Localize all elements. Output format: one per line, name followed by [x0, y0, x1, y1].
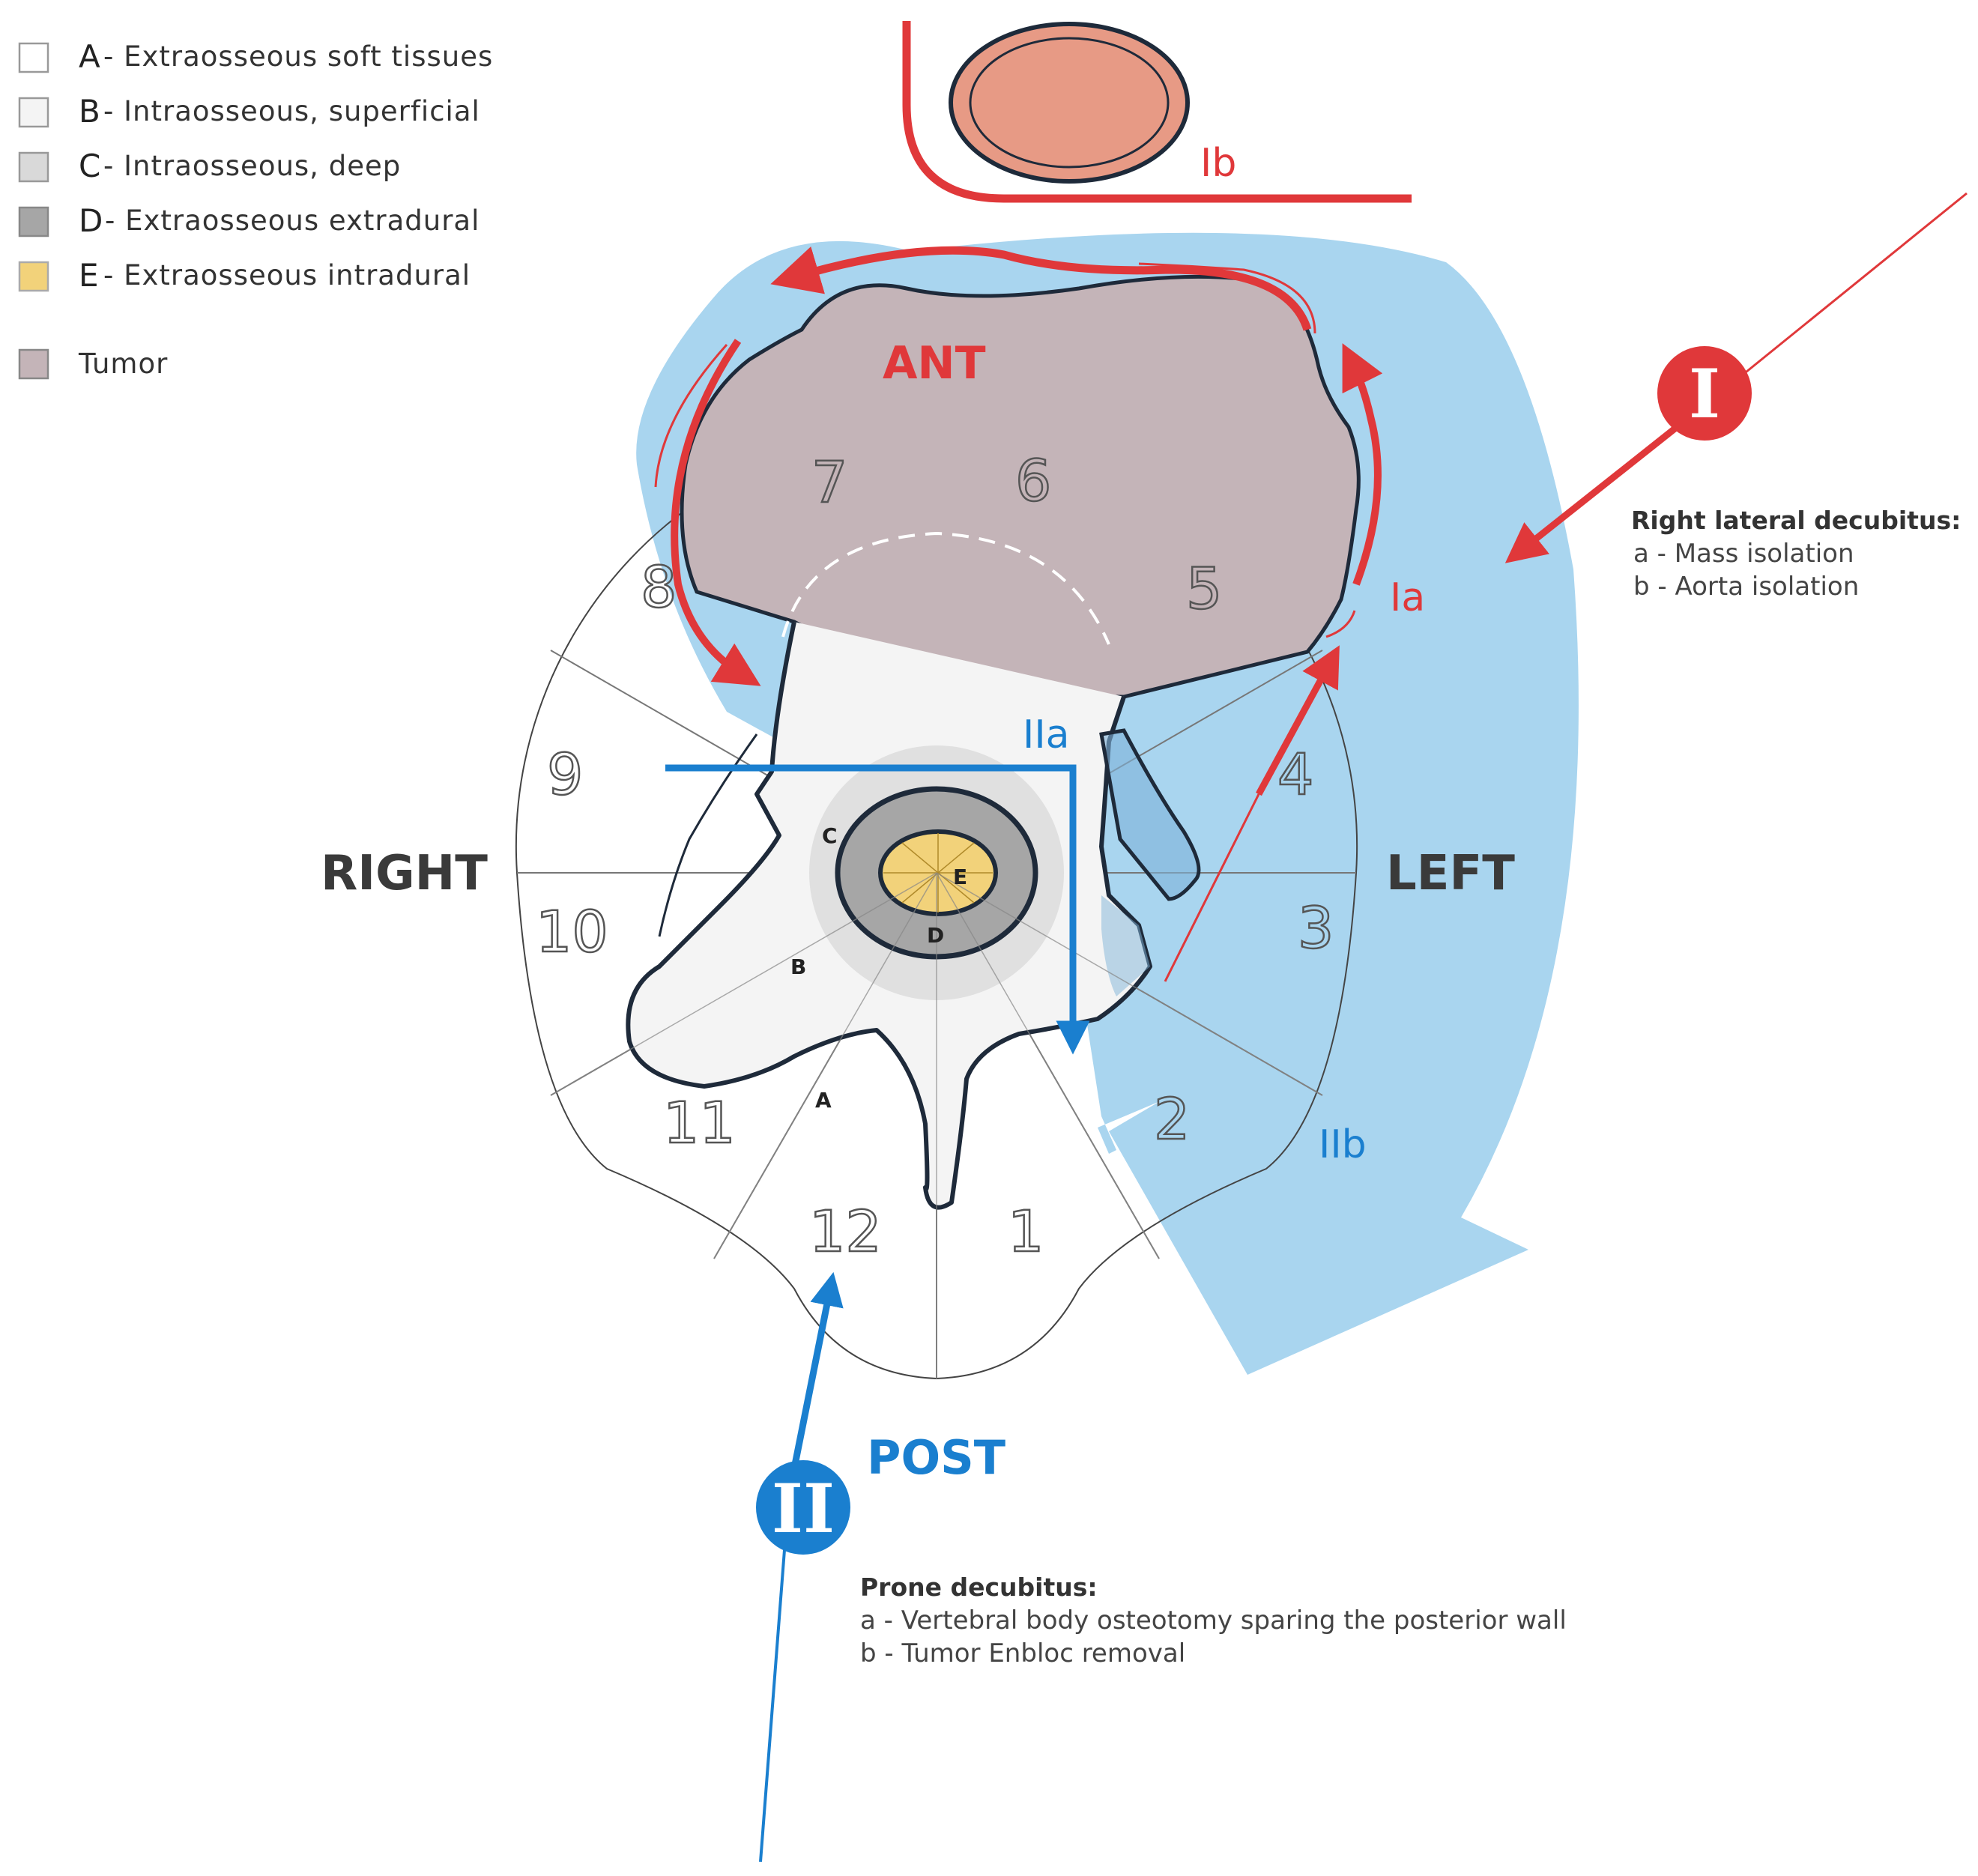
legend-text-tumor: Tumor: [78, 348, 168, 380]
sector-number-10: 10: [536, 898, 608, 965]
approach-ia-left-thin: [654, 343, 728, 488]
dura-spokes: [883, 833, 993, 913]
left-lamina-shading: [1101, 847, 1150, 996]
sector-number-5: 5: [1186, 555, 1222, 622]
sector-number-11: 11: [663, 1089, 736, 1156]
approach-ii-title: Prone decubitus:: [860, 1573, 1098, 1602]
label-ib: Ib: [1200, 141, 1236, 186]
legend-text-a: - Extraosseous soft tissues: [103, 40, 493, 73]
label-ant: ANT: [883, 337, 986, 390]
approach-i-badge: I: [1657, 346, 1752, 441]
approach-i-thin-line: [1737, 192, 1968, 380]
legend-letter-d: D: [79, 202, 103, 239]
sector-number-9: 9: [547, 741, 583, 808]
sector-number-12: 12: [809, 1198, 882, 1265]
canal-dashed-boundary: [781, 531, 1110, 645]
zone-letter-e: E: [953, 865, 967, 889]
approach-ia-right-arrow: [1342, 343, 1383, 586]
sector-number-6: 6: [1015, 447, 1051, 514]
left-transverse-process: [1099, 728, 1201, 901]
approach-iia-osteotomy-line: [665, 764, 1090, 1055]
legend-text-d: - Extraosseous extradural: [105, 205, 480, 237]
sector-number-1: 1: [1008, 1198, 1044, 1265]
legend-text-e: - Extraosseous intradural: [103, 259, 471, 291]
legend-letter-a: A: [79, 38, 100, 75]
approach-ii-badge: II: [756, 1460, 850, 1555]
approach-ii-line-a: a - Vertebral body osteotomy sparing the…: [860, 1606, 1567, 1636]
approach-ia-left-arrow: [671, 339, 761, 686]
label-post: POST: [867, 1430, 1005, 1485]
label-ia: Ia: [1390, 575, 1425, 620]
approach-i-line-a: a - Mass isolation: [1633, 539, 1854, 569]
legend-letter-c: C: [79, 148, 100, 184]
svg-text:I: I: [1689, 354, 1720, 434]
zone-letter-d: D: [927, 923, 944, 948]
legend-item-d: D - Extraosseous extradural: [18, 202, 480, 239]
approach-i-title: Right lateral decubitus:: [1631, 506, 1961, 535]
legend-item-e: E - Extraosseous intradural: [18, 257, 471, 294]
legend-swatch-a: [18, 42, 49, 73]
sector-numbers: 1 2 3 4 5 6 7 8 9 10 11 12: [535, 447, 1335, 1266]
legend-letter-e: E: [79, 257, 99, 294]
zone-letter-c: C: [822, 823, 838, 848]
sector-number-7: 7: [811, 449, 847, 515]
sector-number-8: 8: [641, 554, 677, 620]
approach-ii-thin-line: [759, 1520, 788, 1863]
approach-ii-notes: Prone decubitus: a - Vertebral body oste…: [860, 1573, 1567, 1668]
legend-text-b: - Intraosseous, superficial: [103, 95, 480, 127]
legend-swatch-tumor: [18, 348, 49, 380]
label-iia: IIa: [1023, 712, 1070, 757]
approach-ia-top-thin: [1138, 262, 1316, 334]
legend-swatch-b: [18, 97, 49, 128]
legend-item-tumor: Tumor: [18, 348, 168, 380]
legend-item-c: C - Intraosseous, deep: [18, 148, 401, 184]
approach-i-notes: Right lateral decubitus: a - Mass isolat…: [1631, 506, 1961, 602]
approach-ia-top-arrow: [770, 246, 1312, 331]
zone-letter-b: B: [790, 954, 806, 979]
zone-letter-a: A: [815, 1088, 832, 1113]
label-left: LEFT: [1386, 846, 1515, 901]
svg-text:II: II: [772, 1469, 835, 1549]
approach-i-line-b: b - Aorta isolation: [1633, 572, 1859, 602]
approach-ia-diagonal-arrow: [1256, 645, 1340, 796]
sector-number-2: 2: [1154, 1086, 1190, 1152]
legend-item-a: A - Extraosseous soft tissues: [18, 38, 493, 75]
approach-ia-right-thin: [1325, 610, 1356, 638]
legend-swatch-c: [18, 151, 49, 183]
approach-ia-diagonal-thin: [1164, 793, 1260, 982]
aorta-isolation-line: [902, 21, 1412, 203]
legend: A - Extraosseous soft tissues B - Intrao…: [18, 38, 493, 380]
legend-item-b: B - Intraosseous, superficial: [18, 93, 480, 130]
legend-swatch-d: [18, 206, 49, 237]
approach-ii-arrow: [790, 1271, 844, 1469]
legend-text-c: - Intraosseous, deep: [103, 150, 401, 182]
label-right: RIGHT: [321, 846, 488, 901]
sector-number-3: 3: [1298, 895, 1334, 961]
approach-ii-line-b: b - Tumor Enbloc removal: [860, 1639, 1185, 1668]
legend-swatch-e: [18, 261, 49, 292]
sector-lines-overlay: [550, 872, 1323, 1379]
label-iib: IIb: [1319, 1122, 1367, 1167]
legend-letter-b: B: [79, 93, 100, 130]
aorta: [949, 22, 1190, 184]
